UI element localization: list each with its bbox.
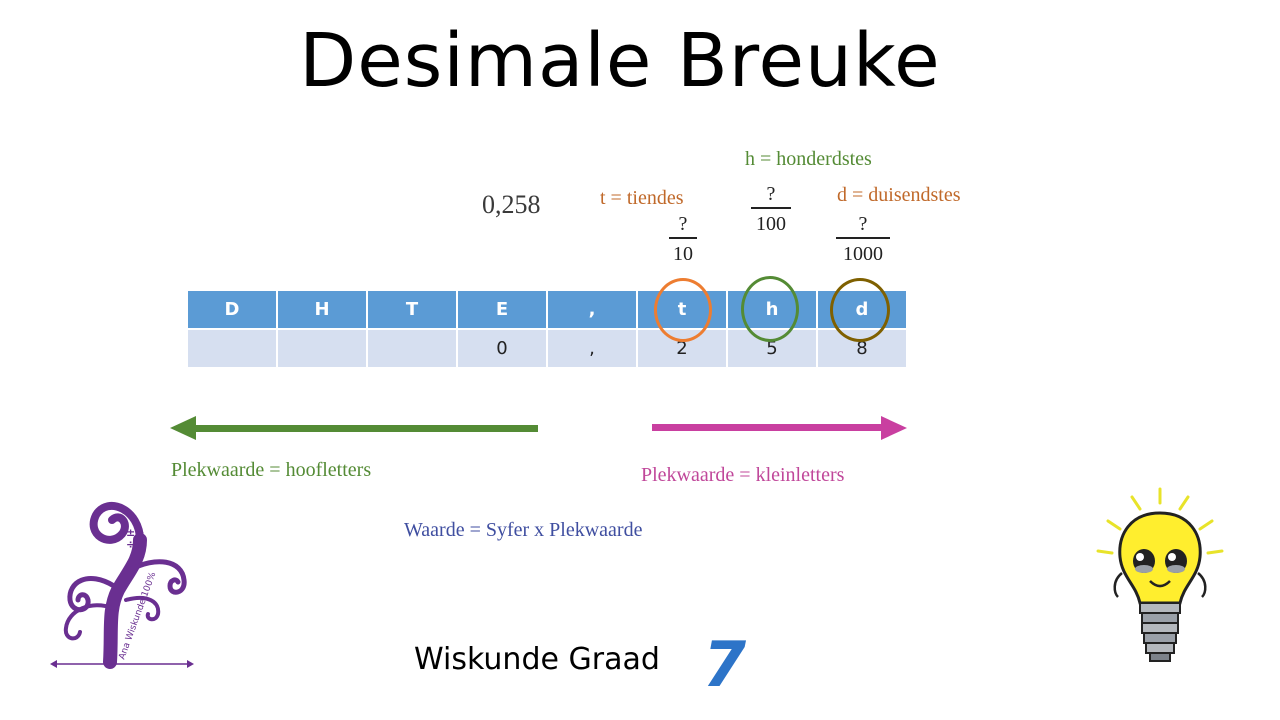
footer-subject: Wiskunde Graad	[414, 642, 660, 677]
fraction-denominator: 100	[756, 212, 786, 235]
fraction-hundredths: ? 100	[741, 183, 801, 235]
label-tiendes: t = tiendes	[600, 187, 684, 209]
formula-text: Waarde = Syfer x Plekwaarde	[404, 519, 643, 541]
fraction-numerator: ?	[678, 213, 688, 235]
circle-d-highlight	[830, 278, 890, 342]
fraction-denominator: 10	[673, 242, 693, 265]
table-cell: ,	[547, 328, 638, 367]
table-row: 0 , 2 5 8	[188, 328, 908, 367]
label-duisendstes: d = duisendstes	[837, 184, 961, 206]
table-header-cell: D	[188, 291, 278, 329]
table-header-cell: H	[277, 291, 368, 329]
circle-h-highlight	[741, 276, 799, 342]
table-cell	[367, 328, 458, 367]
fraction-thousandths: ? 1000	[833, 213, 893, 265]
ana-wiskunde-logo: ±− ÷× Ana Wiskunde 100%	[50, 501, 194, 669]
fraction-numerator: ?	[766, 183, 776, 205]
table-header-cell: E	[457, 291, 548, 329]
right-arrow-icon	[652, 416, 907, 440]
svg-text:÷×: ÷×	[126, 538, 144, 551]
table-header-row: D H T E , t h d	[188, 291, 908, 329]
label-honderdstes: h = honderdstes	[745, 148, 872, 170]
table-cell	[188, 328, 278, 367]
label-plekwaarde-hoofletters: Plekwaarde = hoofletters	[171, 459, 372, 481]
fraction-denominator: 1000	[843, 242, 883, 265]
footer-grade: 7	[703, 628, 747, 701]
page-title: Desimale Breuke	[299, 18, 941, 104]
table-header-cell: T	[367, 291, 458, 329]
decimal-number: 0,258	[482, 190, 541, 219]
table-header-cell: ,	[547, 291, 638, 329]
fraction-numerator: ?	[858, 213, 868, 235]
left-arrow-icon	[170, 416, 538, 440]
table-cell: 0	[457, 328, 548, 367]
svg-text:±−: ±−	[126, 526, 144, 539]
label-plekwaarde-kleinletters: Plekwaarde = kleinletters	[641, 464, 845, 486]
place-value-table: D H T E , t h d 0 , 2 5 8	[188, 291, 908, 367]
fraction-bar	[669, 237, 697, 239]
fraction-bar	[836, 237, 890, 239]
lightbulb-icon	[1096, 487, 1224, 662]
fraction-bar	[751, 207, 791, 209]
circle-t-highlight	[654, 278, 712, 342]
fraction-tenths: ? 10	[653, 213, 713, 265]
table-cell	[277, 328, 368, 367]
